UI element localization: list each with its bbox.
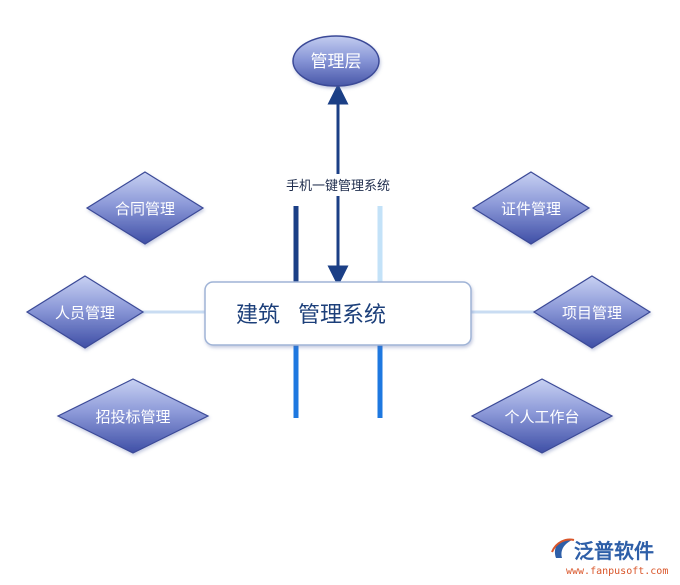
edge-label: 手机一键管理系统 bbox=[286, 179, 390, 194]
left-connectors bbox=[142, 206, 299, 418]
project-label: 项目管理 bbox=[562, 304, 622, 322]
personnel-label: 人员管理 bbox=[55, 304, 115, 322]
brand-url: www.fanpusoft.com bbox=[566, 566, 668, 577]
contract-diamond bbox=[85, 171, 205, 245]
contract-label: 合同管理 bbox=[115, 200, 175, 218]
brand-swoosh-icon bbox=[551, 538, 575, 558]
node-workbench[interactable]: 个人工作台 bbox=[470, 378, 614, 454]
management-ellipse bbox=[292, 35, 380, 87]
bidding-diamond bbox=[56, 378, 210, 454]
node-bidding[interactable]: 招投标管理 bbox=[56, 378, 210, 454]
center-title: 建筑管理系统 bbox=[236, 303, 386, 328]
node-certificate[interactable]: 证件管理 bbox=[471, 171, 591, 245]
brand-name: 泛普软件 bbox=[574, 539, 654, 563]
edge-label-bg bbox=[272, 174, 404, 196]
center-title-part1: 建筑 bbox=[236, 303, 280, 328]
workbench-diamond bbox=[470, 378, 614, 454]
brand-logo: 泛普软件 www.fanpusoft.com bbox=[551, 538, 668, 577]
bidding-label: 招投标管理 bbox=[95, 408, 170, 426]
center-title-part2: 管理系统 bbox=[298, 303, 386, 328]
center-system-box[interactable]: 建筑管理系统 bbox=[204, 281, 472, 346]
workbench-label: 个人工作台 bbox=[504, 408, 579, 426]
project-diamond bbox=[532, 275, 652, 349]
management-label: 管理层 bbox=[311, 52, 362, 72]
node-personnel[interactable]: 人员管理 bbox=[25, 275, 145, 349]
certificate-label: 证件管理 bbox=[501, 200, 561, 218]
node-contract[interactable]: 合同管理 bbox=[85, 171, 205, 245]
certificate-diamond bbox=[471, 171, 591, 245]
node-project[interactable]: 项目管理 bbox=[532, 275, 652, 349]
personnel-diamond bbox=[25, 275, 145, 349]
node-management[interactable]: 管理层 bbox=[292, 35, 380, 87]
center-box-frame bbox=[204, 281, 472, 346]
